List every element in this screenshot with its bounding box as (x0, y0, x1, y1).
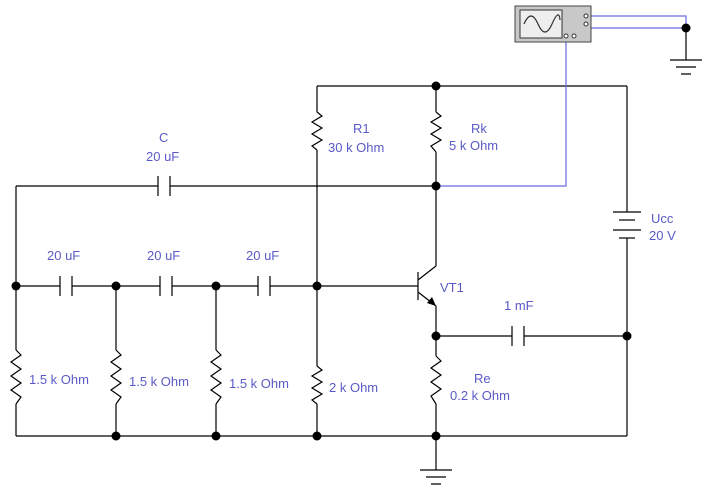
ucc-value-label: 20 V (649, 228, 676, 243)
r1-name-label: R1 (353, 121, 370, 136)
probe-wire-ref (588, 15, 687, 28)
capacitor-c2[interactable] (159, 276, 173, 296)
c3-value-label: 20 uF (246, 248, 279, 263)
resistor-r2[interactable] (310, 365, 324, 405)
c-top-name-label: C (159, 130, 168, 145)
resistor-rb[interactable] (109, 349, 123, 405)
npn-transistor-icon[interactable] (417, 265, 437, 307)
resistor-r1[interactable] (310, 111, 324, 151)
capacitor-c-top[interactable] (157, 176, 171, 196)
capacitor-c1[interactable] (59, 276, 73, 296)
component-labels: C 20 uF R1 30 k Ohm Rk 5 k Ohm Ucc 20 V … (29, 121, 676, 403)
sine-wave-icon (523, 14, 561, 33)
rc-value-label: 1.5 k Ohm (229, 376, 289, 391)
ra-value-label: 1.5 k Ohm (29, 372, 89, 387)
resistor-rc[interactable] (209, 349, 223, 405)
rk-name-label: Rk (471, 121, 487, 136)
ground-icon (420, 469, 452, 485)
junction-dots (11, 23, 691, 441)
scope-terminal-4[interactable] (571, 33, 577, 39)
vt1-name-label: VT1 (440, 280, 464, 295)
rb-value-label: 1.5 k Ohm (129, 374, 189, 389)
re-name-label: Re (474, 371, 491, 386)
capacitor-c3[interactable] (257, 276, 271, 296)
ground-icon (670, 59, 702, 75)
c-top-value-label: 20 uF (146, 149, 179, 164)
c2-value-label: 20 uF (147, 248, 180, 263)
scope-terminal-2[interactable] (583, 21, 589, 27)
r2-value-label: 2 k Ohm (329, 380, 378, 395)
ucc-name-label: Ucc (651, 211, 674, 226)
scope-terminal-3[interactable] (563, 33, 569, 39)
battery-ucc[interactable] (613, 211, 641, 242)
scope-terminal-1[interactable] (583, 13, 589, 19)
oscilloscope-icon (519, 9, 563, 39)
re-value-label: 0.2 k Ohm (450, 388, 510, 403)
ce-value-label: 1 mF (504, 298, 534, 313)
oscilloscope[interactable] (514, 5, 592, 43)
resistor-re[interactable] (429, 355, 443, 405)
c1-value-label: 20 uF (47, 248, 80, 263)
r1-value-label: 30 k Ohm (328, 140, 384, 155)
resistor-rk[interactable] (429, 111, 443, 153)
resistor-ra[interactable] (9, 349, 23, 405)
rk-value-label: 5 k Ohm (449, 138, 498, 153)
probe-wire-signal (436, 38, 567, 187)
capacitor-ce[interactable] (511, 326, 525, 346)
